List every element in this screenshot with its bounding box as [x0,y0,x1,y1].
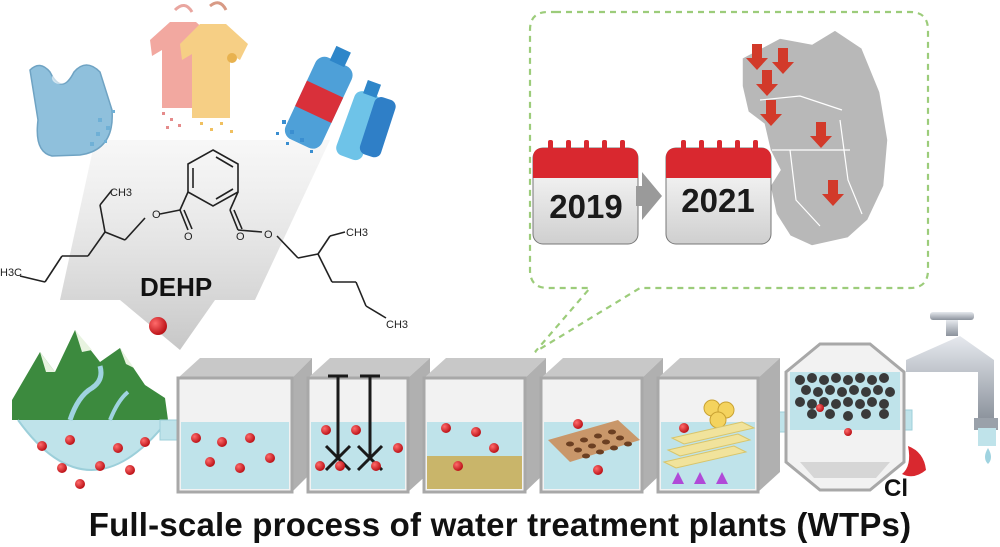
particle [679,423,689,433]
particle [593,465,603,475]
plastic-bag-icon [29,64,115,157]
particle [471,427,481,437]
plastic-bottles-icon [276,45,396,161]
treatment-tank-5 [656,358,780,494]
pipe [159,419,179,441]
particle [265,453,275,463]
particle [245,433,255,443]
particle [75,479,85,489]
particle [816,404,824,412]
particle [573,419,583,429]
t-shirts-icon [150,1,248,133]
particle [57,463,67,473]
particle [489,443,499,453]
calendar-icon: 2019 [532,140,639,245]
particle [441,423,451,433]
carbonyl-o-left: O [184,231,193,243]
faucet-icon [906,312,998,464]
particle [37,441,47,451]
dehp-particle [149,317,167,335]
decrease-arrow-icon [810,122,832,148]
particle [113,443,123,453]
chlorine-drop-icon [902,446,926,477]
particle [191,433,201,443]
particle [321,425,331,435]
chlorine-label: Cl [884,475,908,502]
particle [371,461,381,471]
particle [844,428,852,436]
particle [315,461,325,471]
h3c-left-label: H3C [0,267,22,279]
timeline-arrow-icon [636,172,662,220]
oxygen-label-left: O [152,209,161,221]
particle [351,425,361,435]
carbon-filter [784,342,906,492]
particle [217,437,227,447]
mountain-icon [12,330,169,471]
particle [125,465,135,475]
treatment-tank-2 [306,358,430,494]
particle [235,463,245,473]
start-year: 2019 [549,188,622,225]
ch3-right-top-label: CH3 [346,227,368,239]
callout-bubble [528,10,930,353]
decrease-arrow-icon [772,48,794,74]
end-year: 2021 [681,182,754,219]
oxygen-label-right: O [264,229,273,241]
dehp-structure [19,149,387,319]
ch3-right-bottom-label: CH3 [386,319,408,331]
diagram-caption: Full-scale process of water treatment pl… [88,506,912,543]
particle [140,437,150,447]
particle [95,461,105,471]
decrease-arrow-icon [746,44,768,70]
calendar-icon: 2021 [665,140,772,245]
source-funnel [60,140,330,350]
treatment-tank-1 [176,358,312,494]
particle [205,457,215,467]
particle [453,461,463,471]
molecule-name: DEHP [140,272,212,302]
ch3-top-label: CH3 [110,187,132,199]
particle [393,443,403,453]
particle [65,435,75,445]
decrease-arrow-icon [756,70,778,96]
decrease-arrow-icon [822,180,844,206]
carbonyl-o-right: O [236,231,245,243]
particle [335,461,345,471]
decrease-arrow-icon [760,100,782,126]
